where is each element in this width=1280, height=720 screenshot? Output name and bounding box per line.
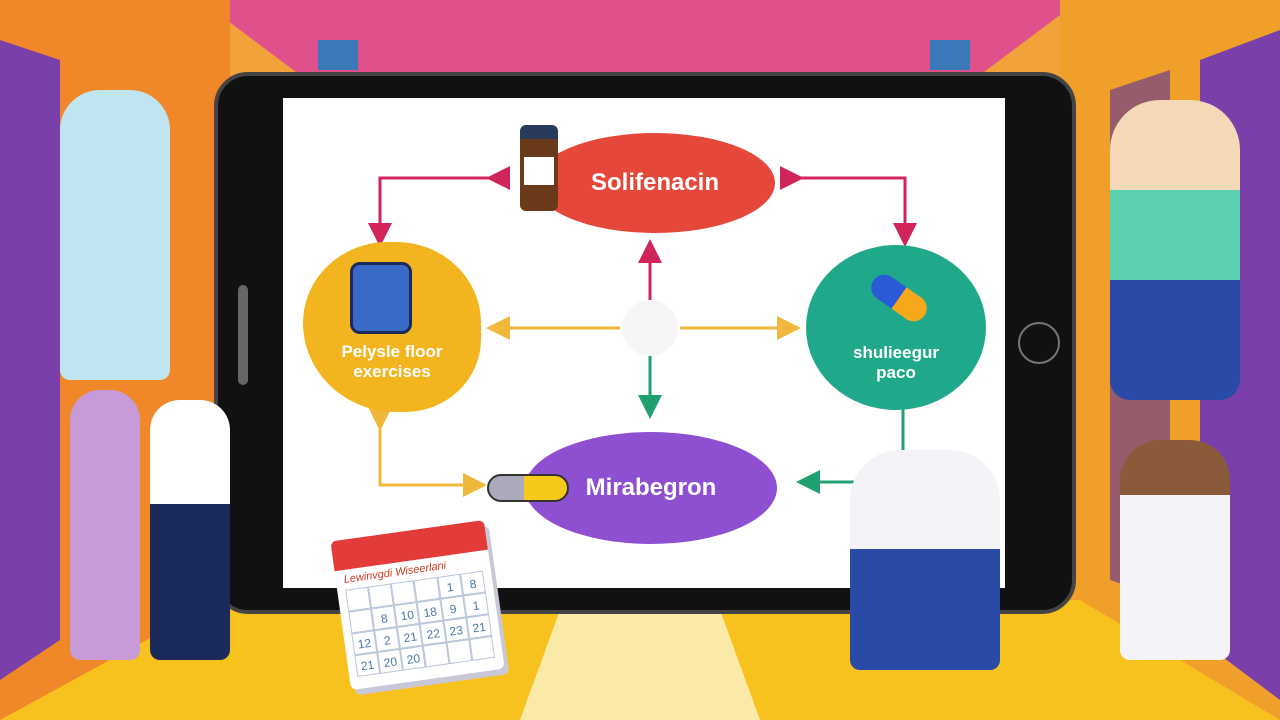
- person-doctor-right: [1120, 440, 1230, 660]
- person-woman-white: [150, 400, 230, 660]
- person-man-sitting: [850, 450, 1000, 670]
- calendar-day: 21: [354, 652, 381, 678]
- node-solifenacin-label: Solifenacin: [590, 169, 720, 196]
- person-woman-purple: [70, 390, 140, 660]
- arrow-solifenacin-to-pelvic: [368, 166, 510, 247]
- node-speech-bubble[interactable]: shulieegur paco: [806, 245, 986, 410]
- node-solifenacin[interactable]: Solifenacin: [535, 133, 775, 233]
- pill-icon: [487, 474, 569, 502]
- calendar-day: 20: [377, 648, 404, 674]
- arrow-solifenacin-to-bubble: [780, 166, 917, 247]
- tablet-home-button[interactable]: [1018, 322, 1060, 364]
- calendar-day: 20: [400, 645, 427, 671]
- jar-icon: [350, 262, 412, 334]
- node-pelvic-label-2: exercises: [353, 362, 431, 381]
- node-mirabegron-label: Mirabegron: [585, 474, 717, 501]
- arrow-pelvic-to-mirabegron: [368, 407, 487, 497]
- medicine-bottle-icon: [520, 125, 558, 211]
- node-pelvic-label-1: Pelysle floor: [341, 342, 443, 361]
- node-bubble-label-2: paco: [876, 362, 916, 382]
- calendar-day: [469, 635, 496, 661]
- calendar-day: [423, 642, 450, 668]
- person-scale-left: [60, 90, 170, 380]
- person-jumping: [1110, 100, 1240, 400]
- node-bubble-label-1: shulieegur: [853, 342, 939, 362]
- tablet-side-button[interactable]: [238, 285, 248, 385]
- calendar-day: [446, 639, 473, 665]
